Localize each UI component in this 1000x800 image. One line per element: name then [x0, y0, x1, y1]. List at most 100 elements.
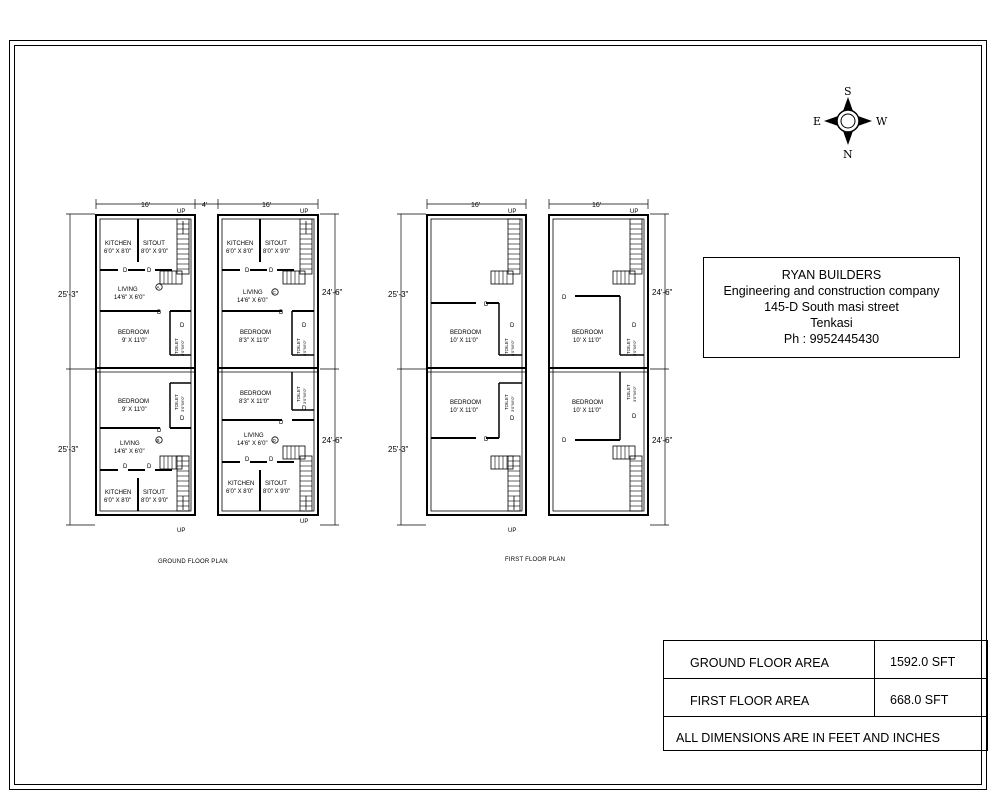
- room-label: SITOUT: [265, 241, 287, 247]
- toilet-label: TOILET: [296, 386, 301, 402]
- room-label: BEDROOM: [118, 399, 149, 405]
- ground-floor-plan-caption: GROUND FLOOR PLAN: [158, 559, 228, 565]
- door-label: D: [123, 464, 128, 470]
- dim-ground-right-top-depth: 24'-6": [322, 288, 343, 297]
- living-marker-label: B: [157, 438, 160, 443]
- toilet-size: 3'0"X6'0": [180, 339, 185, 356]
- toilet-size: 3'0"X6'0": [180, 395, 185, 412]
- room-label: KITCHEN: [227, 241, 253, 247]
- area-table-divider: [874, 641, 875, 717]
- company-city: Tenkasi: [810, 316, 853, 330]
- company-tagline: Engineering and construction company: [723, 284, 940, 298]
- room-size: 10' X 11'0": [573, 408, 601, 414]
- company-address: 145-D South masi street: [764, 300, 899, 314]
- dim-ground-left-bottom-depth: 25'-3": [58, 445, 79, 454]
- room-size: 8'0" X 9'0": [141, 249, 168, 255]
- room-size: 6'0" X 8'0": [226, 249, 253, 255]
- room-label: LIVING: [244, 433, 264, 439]
- room-label: LIVING: [243, 290, 263, 296]
- first-floor-plan: [397, 199, 669, 526]
- dim-ground-gap: 4': [202, 202, 207, 209]
- toilet-size: 3'0"X6'0": [632, 339, 637, 356]
- ground-area-value: 1592.0 SFT: [890, 655, 956, 669]
- room-size: 10' X 11'0": [573, 338, 601, 344]
- room-label: SITOUT: [143, 241, 165, 247]
- door-label: D: [180, 323, 185, 329]
- title-block: RYAN BUILDERS Engineering and constructi…: [703, 257, 960, 358]
- compass-rose-icon: [824, 97, 872, 145]
- door-label: D: [562, 295, 567, 301]
- stair-up-label: UP: [177, 528, 185, 534]
- door-label: D: [123, 268, 128, 274]
- room-label: LIVING: [118, 287, 138, 293]
- door-label: D: [157, 310, 162, 316]
- area-table: GROUND FLOOR AREA 1592.0 SFT FIRST FLOOR…: [663, 640, 988, 751]
- room-label: LIVING: [120, 441, 140, 447]
- first-area-value: 668.0 SFT: [890, 693, 949, 707]
- room-size: 14'6" X 6'0": [237, 298, 268, 304]
- toilet-size: 3'0"X6'0": [302, 387, 307, 404]
- toilet-size: 3'0"X6'0": [510, 395, 515, 412]
- toilet-label: TOILET: [296, 338, 301, 354]
- toilet-label: TOILET: [626, 338, 631, 354]
- dim-first-right-bottom-depth: 24'-6": [652, 436, 673, 445]
- door-label: D: [269, 268, 274, 274]
- room-size: 8'3" X 11'0": [239, 399, 269, 405]
- room-size: 6'0" X 8'0": [104, 498, 131, 504]
- room-size: 10' X 11'0": [450, 338, 478, 344]
- room-size: 8'0" X 9'0": [141, 498, 168, 504]
- toilet-size: 3'0"X6'0": [510, 339, 515, 356]
- room-size: 14'6" X 6'0": [237, 441, 268, 447]
- room-size: 9' X 11'0": [122, 338, 147, 344]
- living-marker-label: A: [157, 285, 160, 290]
- dim-first-left-top-depth: 25'-3": [388, 290, 409, 299]
- room-label: BEDROOM: [572, 330, 603, 336]
- dim-first-c-width: 16': [471, 202, 480, 209]
- door-label: D: [484, 302, 489, 308]
- room-label: SITOUT: [143, 490, 165, 496]
- room-size: 8'0" X 9'0": [263, 489, 290, 495]
- door-label: D: [632, 414, 637, 420]
- stair-up-label: UP: [300, 519, 308, 525]
- ground-area-label: GROUND FLOOR AREA: [690, 656, 829, 670]
- dim-first-left-bottom-depth: 25'-3": [388, 445, 409, 454]
- compass-east-label: E: [813, 115, 821, 128]
- first-area-label: FIRST FLOOR AREA: [690, 694, 810, 708]
- dim-ground-right-bottom-depth: 24'-6": [322, 436, 343, 445]
- dimension-note: ALL DIMENSIONS ARE IN FEET AND INCHES: [676, 731, 940, 745]
- company-name: RYAN BUILDERS: [781, 268, 882, 282]
- drawing-border-inner: [14, 45, 982, 785]
- company-phone: Ph : 9952445430: [783, 332, 880, 346]
- compass-north-label: N: [843, 148, 853, 161]
- room-label: BEDROOM: [240, 391, 271, 397]
- toilet-size: 3'0"X6'0": [632, 385, 637, 402]
- room-size: 10' X 11'0": [450, 408, 478, 414]
- compass-west-label: W: [876, 115, 888, 128]
- door-label: D: [147, 268, 152, 274]
- room-size: 8'0" X 9'0": [263, 249, 290, 255]
- room-size: 8'3" X 11'0": [239, 338, 269, 344]
- room-label: BEDROOM: [450, 330, 481, 336]
- room-label: KITCHEN: [105, 241, 131, 247]
- toilet-size: 3'0"X6'0": [302, 339, 307, 356]
- room-label: BEDROOM: [118, 330, 149, 336]
- dim-ground-b-width: 16': [262, 202, 271, 209]
- stair-up-label: UP: [508, 209, 516, 215]
- stair-up-label: UP: [630, 209, 638, 215]
- first-floor-plan-caption: FIRST FLOOR PLAN: [505, 557, 566, 563]
- door-label: D: [245, 457, 250, 463]
- ground-floor-plan: [66, 199, 339, 526]
- room-size: 6'0" X 8'0": [226, 489, 253, 495]
- room-label: KITCHEN: [228, 481, 254, 487]
- door-label: D: [245, 268, 250, 274]
- dim-ground-a-width: 16': [141, 202, 150, 209]
- drawing-border-outer: [9, 40, 987, 790]
- door-label: D: [510, 416, 515, 422]
- room-label: SITOUT: [265, 481, 287, 487]
- toilet-label: TOILET: [174, 394, 179, 410]
- stair-up-label: UP: [508, 528, 516, 534]
- room-label: BEDROOM: [450, 400, 481, 406]
- door-label: D: [632, 323, 637, 329]
- room-size: 6'0" X 8'0": [104, 249, 131, 255]
